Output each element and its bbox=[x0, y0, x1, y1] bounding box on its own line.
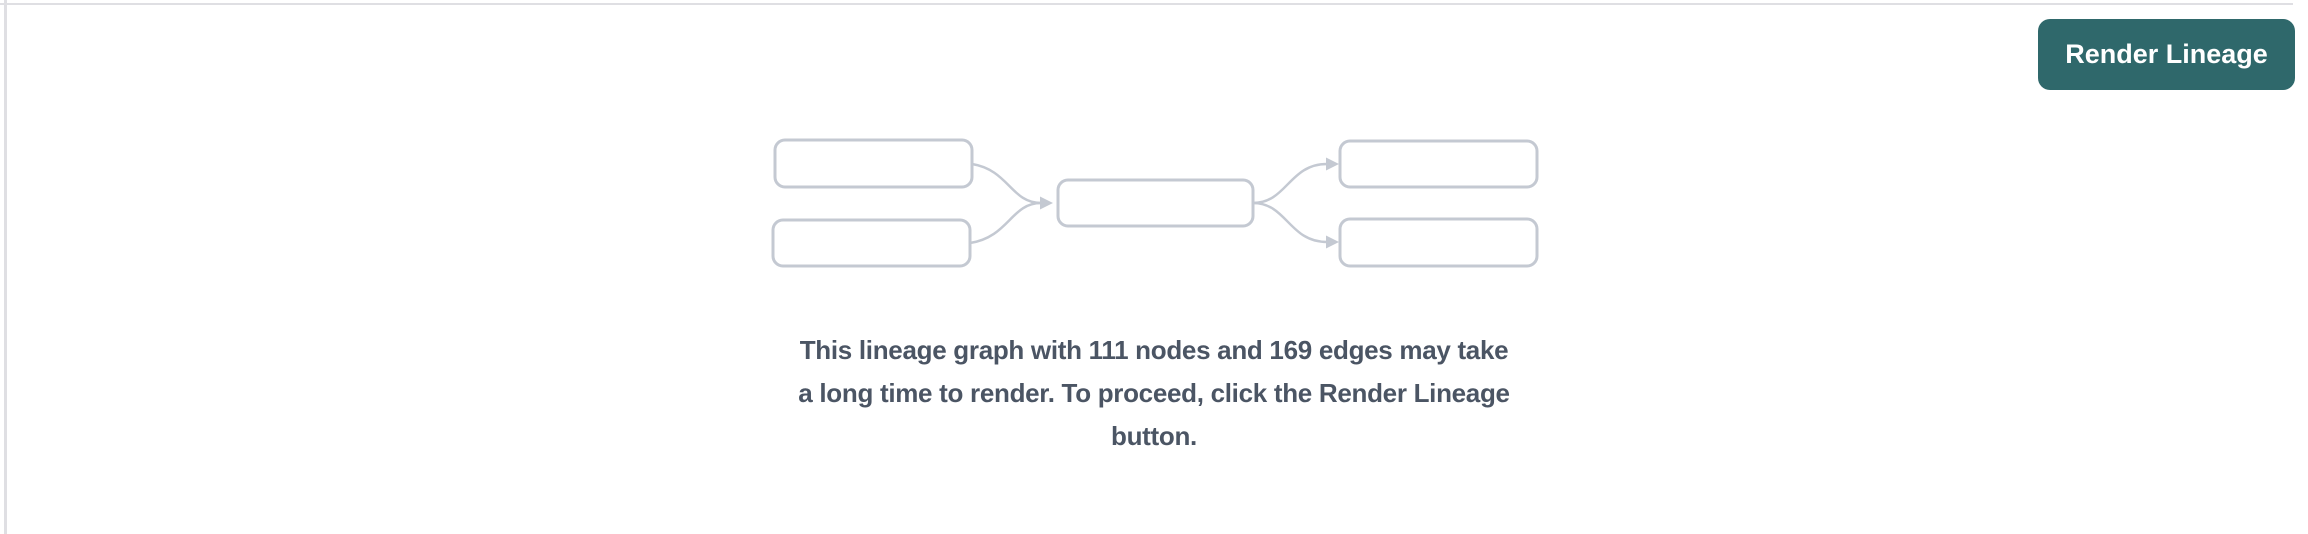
graph-arrowhead-top-right bbox=[1326, 157, 1339, 171]
lineage-warning-message: This lineage graph with 111 nodes and 16… bbox=[0, 329, 2308, 458]
graph-node-right-bottom bbox=[1338, 217, 1539, 268]
panel-left-border bbox=[4, 0, 7, 534]
graph-node-right-top bbox=[1338, 139, 1539, 189]
lineage-warning-line: This lineage graph with 111 nodes and 16… bbox=[799, 335, 1509, 365]
panel-top-border bbox=[0, 3, 2293, 5]
graph-node-middle bbox=[1056, 178, 1255, 228]
render-lineage-button[interactable]: Render Lineage bbox=[2038, 19, 2295, 90]
graph-node-left-top bbox=[773, 138, 974, 189]
graph-edge-right-top bbox=[1252, 162, 1328, 205]
graph-edge-left-top bbox=[971, 162, 1042, 205]
graph-node-left-bottom bbox=[771, 218, 972, 268]
graph-arrowhead-middle bbox=[1040, 196, 1053, 210]
graph-edge-right-bottom bbox=[1252, 201, 1328, 244]
lineage-warning-line: a long time to render. To proceed, click… bbox=[798, 378, 1510, 408]
lineage-graph-placeholder-icon bbox=[771, 138, 1539, 268]
lineage-warning-line: button. bbox=[1111, 421, 1197, 451]
graph-arrowhead-bottom-right bbox=[1326, 235, 1339, 249]
graph-edge-left-bottom bbox=[969, 201, 1042, 245]
